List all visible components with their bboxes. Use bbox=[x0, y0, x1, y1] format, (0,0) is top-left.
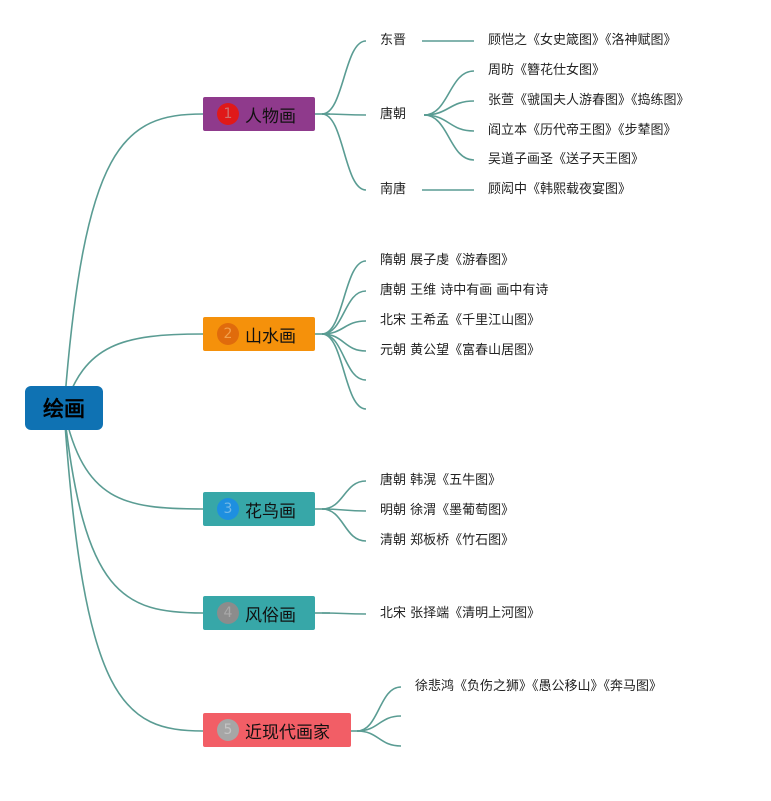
topic-shanshui-2[interactable]: 北宋 王希孟《千里江山图》 bbox=[380, 313, 541, 328]
detail-renwu-1-2[interactable]: 阎立本《历代帝王图》《步辇图》 bbox=[488, 123, 677, 138]
topic-huaniao-0[interactable]: 唐朝 韩滉《五牛图》 bbox=[380, 473, 502, 488]
branch-label: 山水画 bbox=[245, 326, 296, 347]
detail-renwu-1-1[interactable]: 张萱《虢国夫人游春图》《捣练图》 bbox=[488, 93, 690, 108]
branch-node-shanshui[interactable]: 2 山水画 bbox=[203, 317, 315, 351]
topic-jinxiandai-0[interactable]: 徐悲鸿《负伤之狮》《愚公移山》《奔马图》 bbox=[415, 679, 663, 694]
branch-label: 人物画 bbox=[245, 106, 296, 127]
detail-renwu-2-0[interactable]: 顾闳中《韩熙载夜宴图》 bbox=[488, 182, 632, 197]
topic-huaniao-2[interactable]: 清朝 郑板桥《竹石图》 bbox=[380, 533, 515, 548]
detail-renwu-1-0[interactable]: 周昉《簪花仕女图》 bbox=[488, 63, 606, 78]
connector-renwu-1-detail-0 bbox=[423, 70, 475, 116]
connector-huaniao-2 bbox=[321, 508, 367, 542]
branch-label: 花鸟画 bbox=[245, 501, 296, 522]
connector-root-jinxiandai bbox=[63, 409, 204, 732]
number-badge-icon: 3 bbox=[217, 498, 239, 520]
branch-label: 风俗画 bbox=[245, 605, 296, 626]
topic-renwu-0[interactable]: 东晋 bbox=[380, 33, 407, 48]
connector-root-huaniao bbox=[63, 409, 204, 510]
connector-renwu-0 bbox=[321, 40, 367, 115]
connector-shanshui-0 bbox=[321, 260, 367, 335]
number-badge-icon: 1 bbox=[217, 103, 239, 125]
root-label: 绘画 bbox=[43, 397, 85, 421]
detail-renwu-1-3[interactable]: 吴道子画圣《送子天王图》 bbox=[488, 152, 645, 167]
number-badge-icon: 5 bbox=[217, 719, 239, 741]
topic-renwu-2[interactable]: 南唐 bbox=[380, 182, 407, 197]
connector-fengsu-0 bbox=[321, 612, 367, 615]
topic-shanshui-0[interactable]: 隋朝 展子虔《游春图》 bbox=[380, 253, 515, 268]
topic-shanshui-3[interactable]: 元朝 黄公望《富春山居图》 bbox=[380, 343, 541, 358]
branch-node-jinxiandai[interactable]: 5 近现代画家 bbox=[203, 713, 351, 747]
connector-shanshui-1 bbox=[321, 290, 367, 335]
branch-node-renwu[interactable]: 1 人物画 bbox=[203, 97, 315, 131]
detail-renwu-0-0[interactable]: 顾恺之《女史箴图》《洛神赋图》 bbox=[488, 33, 677, 48]
connector-shanshui-5 bbox=[321, 333, 367, 410]
root-node-painting[interactable]: 绘画 bbox=[25, 386, 103, 430]
topic-fengsu-0[interactable]: 北宋 张择端《清明上河图》 bbox=[380, 606, 541, 621]
branch-node-huaniao[interactable]: 3 花鸟画 bbox=[203, 492, 315, 526]
topic-shanshui-1[interactable]: 唐朝 王维 诗中有画 画中有诗 bbox=[380, 283, 549, 298]
branch-label: 近现代画家 bbox=[245, 722, 330, 743]
topic-renwu-1[interactable]: 唐朝 bbox=[380, 107, 407, 122]
connector-renwu-1-detail-3 bbox=[423, 114, 475, 161]
branch-node-fengsu[interactable]: 4 风俗画 bbox=[203, 596, 315, 630]
topic-huaniao-1[interactable]: 明朝 徐渭《墨葡萄图》 bbox=[380, 503, 515, 518]
connector-huaniao-0 bbox=[321, 480, 367, 510]
connector-renwu-1 bbox=[321, 113, 367, 116]
number-badge-icon: 4 bbox=[217, 602, 239, 624]
connector-root-renwu bbox=[63, 113, 204, 411]
number-badge-icon: 2 bbox=[217, 323, 239, 345]
connector-jinxiandai-2 bbox=[356, 730, 402, 747]
connector-renwu-2 bbox=[321, 113, 367, 191]
connector-root-fengsu bbox=[63, 409, 204, 614]
